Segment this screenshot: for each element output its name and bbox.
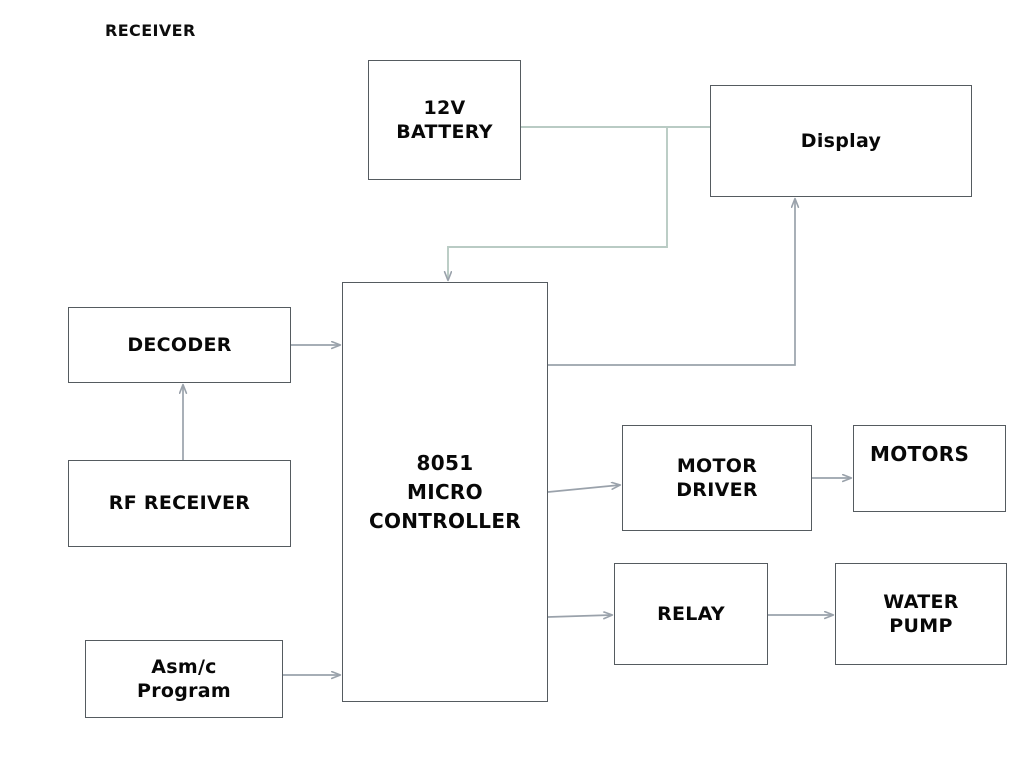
node-battery-label: 12V BATTERY	[396, 96, 493, 143]
node-relay[interactable]: RELAY	[614, 563, 768, 665]
wire-mcu-to-motor-driver	[547, 485, 620, 493]
node-microcontroller-label: 8051 MICRO CONTROLLER	[368, 450, 521, 533]
node-water-pump-label: WATER PUMP	[883, 590, 959, 637]
node-asm-program-label: Asm/c Program	[136, 655, 232, 702]
diagram-title: RECEIVER	[105, 21, 196, 40]
node-display[interactable]: Display	[710, 85, 972, 197]
node-motors[interactable]: MOTORS	[853, 425, 1006, 512]
wire-mcu-to-display	[548, 199, 795, 366]
node-relay-label: RELAY	[657, 602, 725, 625]
node-rf-receiver[interactable]: RF RECEIVER	[68, 460, 291, 547]
wire-mcu-to-relay	[547, 615, 612, 617]
node-battery[interactable]: 12V BATTERY	[368, 60, 521, 180]
node-motors-label: MOTORS	[870, 442, 970, 466]
node-decoder[interactable]: DECODER	[68, 307, 291, 383]
node-rf-receiver-label: RF RECEIVER	[108, 492, 251, 515]
node-water-pump[interactable]: WATER PUMP	[835, 563, 1007, 665]
node-asm-program[interactable]: Asm/c Program	[85, 640, 283, 718]
node-motor-driver[interactable]: MOTOR DRIVER	[622, 425, 812, 531]
node-microcontroller[interactable]: 8051 MICRO CONTROLLER	[342, 282, 548, 702]
node-display-label: Display	[800, 129, 882, 152]
node-decoder-label: DECODER	[127, 333, 232, 356]
node-motor-driver-label: MOTOR DRIVER	[676, 454, 758, 501]
